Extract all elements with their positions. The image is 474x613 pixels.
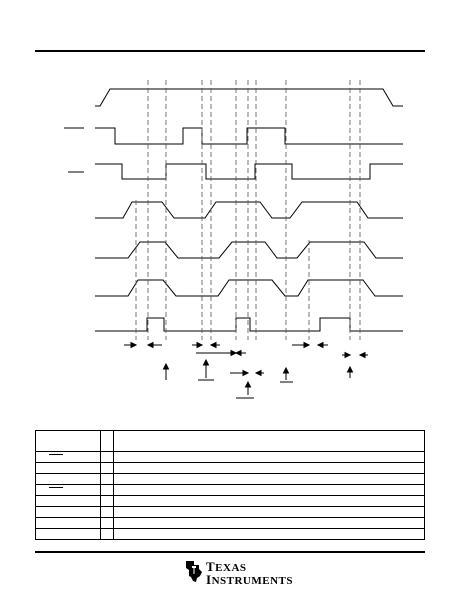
overbar-mark: [49, 487, 63, 488]
table-row: [35, 528, 425, 540]
table-row: [35, 495, 425, 507]
timing-arrows: [124, 341, 368, 399]
timing-diagram: [64, 80, 403, 399]
table-header-row: [35, 430, 425, 452]
bottom-rule: [35, 551, 425, 553]
table-row: [35, 506, 425, 518]
table-row: [35, 473, 425, 485]
table-row: [35, 451, 425, 463]
waveform-4: [95, 201, 403, 219]
logo-line-1-rest: EXAS: [215, 562, 247, 574]
table-row: [35, 484, 425, 496]
waveform-1: [95, 88, 403, 107]
top-rule: [35, 50, 425, 52]
ti-state-logo-icon: [186, 561, 202, 582]
waveform-5: [95, 241, 403, 259]
logo-line-1: TEXAS: [206, 559, 247, 574]
reference-lines: [135, 80, 361, 340]
logo-line-2-rest: NSTRUMENTS: [211, 575, 293, 587]
table-row: [35, 517, 425, 529]
overbar-mark: [49, 454, 63, 455]
company-logo: TEXAS INSTRUMENTS: [184, 556, 292, 590]
waveform-2: [95, 127, 403, 145]
table-row: [35, 462, 425, 474]
waveform-3: [95, 163, 403, 180]
logo-line-2: INSTRUMENTS: [206, 572, 293, 587]
waveform-6: [95, 279, 403, 297]
parameter-table: [35, 430, 425, 540]
waveform-7: [95, 317, 403, 332]
